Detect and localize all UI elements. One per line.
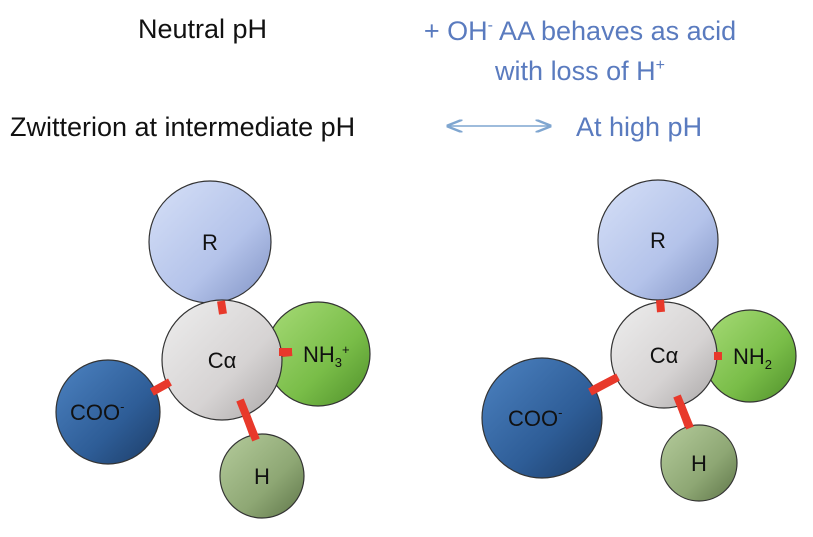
right-carboxyl-label: COO- bbox=[508, 405, 562, 431]
left-amino-label: NH3+ bbox=[303, 342, 350, 370]
zwitterion-label: Zwitterion at intermediate pH bbox=[10, 112, 356, 142]
base-effect-line-1: + OH- AA behaves as acid bbox=[423, 16, 737, 46]
left-carboxyl-label: COO- bbox=[70, 399, 124, 425]
left-h-label: H bbox=[254, 464, 270, 489]
left-molecule: R NH3+ COO- H Cα bbox=[55, 180, 371, 519]
right-r-label: R bbox=[650, 228, 666, 253]
neutral-ph-label: Neutral pH bbox=[138, 14, 268, 44]
left-carboxyl-sphere bbox=[55, 359, 161, 465]
left-bond-r-stub bbox=[217, 300, 227, 315]
right-carboxyl-sphere bbox=[481, 357, 603, 479]
right-bond-r bbox=[656, 299, 665, 313]
right-molecule: R NH2 COO- H Cα bbox=[481, 179, 797, 502]
right-bond-h-stub bbox=[673, 394, 694, 430]
left-r-label: R bbox=[202, 230, 218, 255]
left-bond-carboxyl-stub bbox=[150, 378, 172, 396]
right-amino-label: NH2 bbox=[733, 344, 772, 372]
left-bond-h-stub bbox=[236, 398, 260, 442]
right-alpha-carbon-label: Cα bbox=[650, 343, 679, 368]
right-h-label: H bbox=[691, 451, 707, 476]
high-ph-label: At high pH bbox=[576, 112, 703, 142]
left-h-sphere bbox=[219, 433, 305, 519]
right-r-group-sphere bbox=[597, 179, 719, 301]
base-effect-line-2: with loss of H+ bbox=[495, 56, 665, 86]
right-bond-carboxyl-stub bbox=[591, 373, 620, 394]
left-alpha-carbon-sphere bbox=[161, 299, 283, 421]
right-h-sphere bbox=[660, 424, 738, 502]
left-alpha-carbon-label: Cα bbox=[208, 348, 237, 373]
